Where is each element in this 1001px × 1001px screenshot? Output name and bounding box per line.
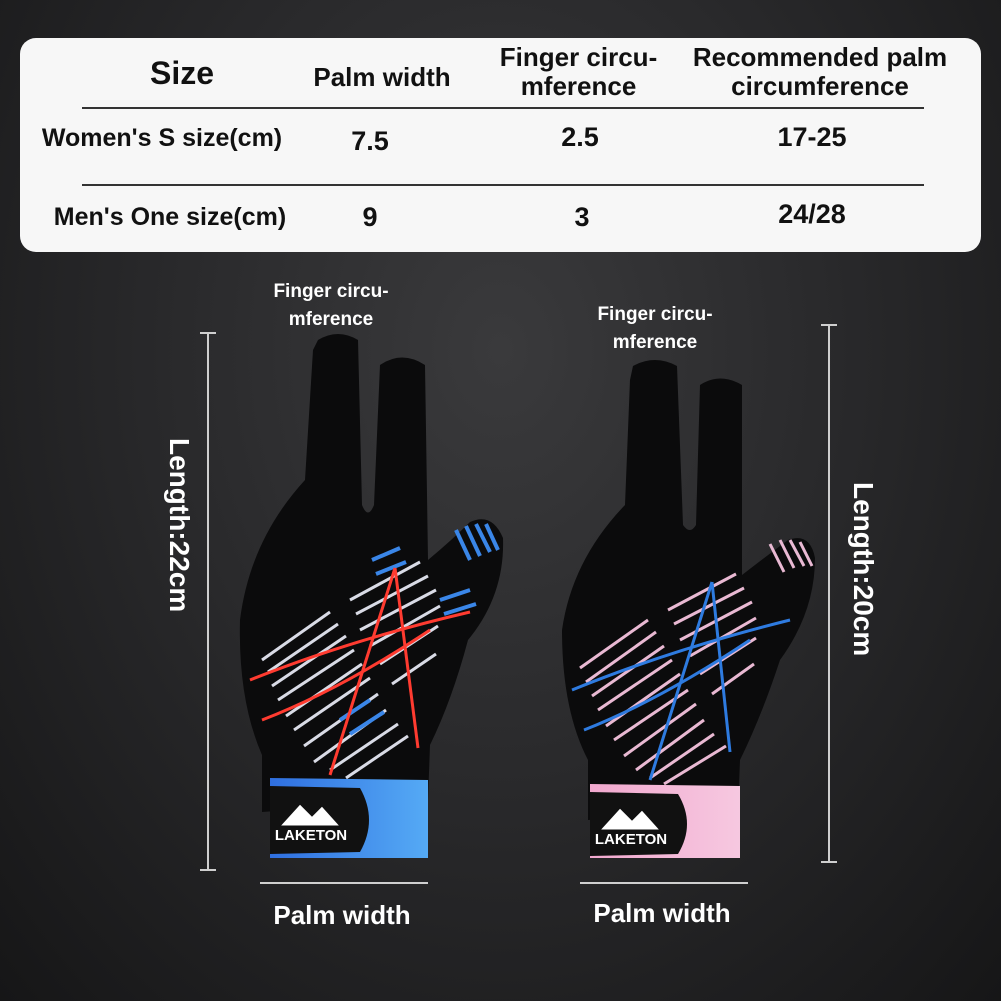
left-glove: LAKETON bbox=[239, 334, 504, 858]
header-size: Size bbox=[149, 55, 215, 91]
left-length-line bbox=[200, 332, 216, 871]
row-men-label: Men's One size(cm) bbox=[53, 203, 287, 231]
header-finger-line-2: mference bbox=[520, 71, 637, 102]
left-finger-label-line-2: mference bbox=[288, 308, 374, 330]
row-women-label: Women's S size(cm) bbox=[41, 124, 283, 152]
right-finger-label-line-2: mference bbox=[612, 331, 698, 353]
left-palm-width-label: Palm width bbox=[273, 900, 411, 930]
header-finger-line-1: Finger circu- bbox=[499, 42, 658, 72]
right-glove-line-pattern bbox=[571, 581, 791, 781]
left-length-label: Length:22cm bbox=[164, 438, 195, 613]
row-men-finger-circumference: 3 bbox=[574, 202, 590, 232]
right-length-label: Length:20cm bbox=[848, 482, 879, 657]
header-recommended-circumference: Recommended palm circumference bbox=[670, 42, 970, 102]
header-recommended-line-1: Recommended palm bbox=[692, 42, 948, 72]
left-glove-brand: LAKETON bbox=[275, 827, 347, 844]
right-palm-width-label: Palm width bbox=[593, 898, 731, 928]
header-palm-width: Palm width bbox=[313, 62, 451, 92]
header-recommended-line-2: circumference bbox=[731, 71, 909, 102]
left-mountain-icon bbox=[278, 803, 342, 827]
left-finger-circumference-label: Finger circu- mference bbox=[231, 278, 431, 333]
row-men-palm-width: 9 bbox=[362, 202, 378, 232]
right-glove: LAKETON bbox=[562, 360, 815, 858]
right-mountain-icon bbox=[598, 807, 662, 831]
left-glove-line-pattern bbox=[249, 567, 471, 776]
row-women-recommended: 17-25 bbox=[777, 122, 847, 152]
right-length-line bbox=[821, 324, 837, 863]
right-glove-brand: LAKETON bbox=[595, 831, 667, 848]
size-table: Size Palm width Finger circu- mference R… bbox=[20, 38, 981, 252]
divider-header bbox=[82, 107, 924, 109]
divider-rows bbox=[82, 184, 924, 186]
row-men-recommended: 24/28 bbox=[778, 199, 846, 229]
right-finger-circumference-label: Finger circu- mference bbox=[555, 301, 755, 356]
header-finger-circumference: Finger circu- mference bbox=[476, 42, 681, 102]
row-women-finger-circumference: 2.5 bbox=[561, 122, 599, 152]
left-glove-body bbox=[239, 334, 504, 812]
left-finger-label-line-1: Finger circu- bbox=[273, 281, 389, 302]
right-finger-label-line-1: Finger circu- bbox=[597, 304, 713, 325]
row-women-palm-width: 7.5 bbox=[351, 126, 389, 156]
right-glove-body bbox=[562, 360, 815, 820]
left-glove-accent-stripes bbox=[338, 523, 500, 736]
